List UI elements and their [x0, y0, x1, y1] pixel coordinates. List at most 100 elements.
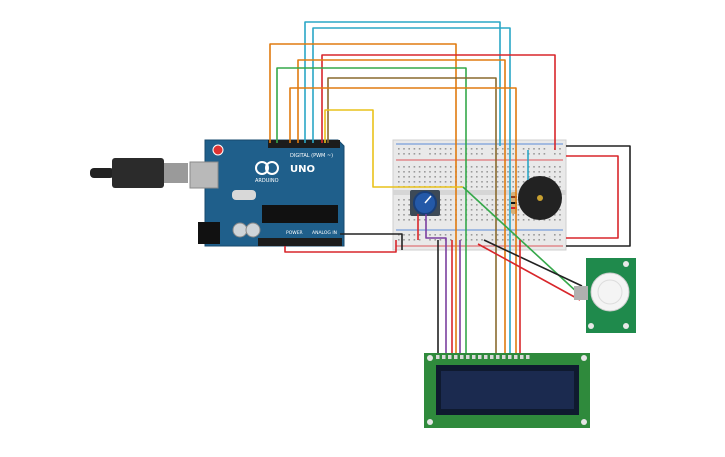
breadboard-hole [470, 153, 473, 155]
breadboard-hole [496, 176, 499, 178]
breadboard-hole [418, 219, 421, 221]
breadboard-hole [507, 166, 509, 168]
wire-top-blue-1 [304, 21, 501, 146]
breadboard-hole [470, 181, 473, 183]
breadboard-hole [418, 153, 421, 155]
breadboard-hole [512, 239, 514, 241]
breadboard-hole [403, 153, 405, 155]
breadboard-hole [434, 176, 436, 178]
breadboard-hole [559, 166, 561, 168]
breadboard-hole [424, 171, 426, 173]
breadboard-hole [460, 148, 462, 150]
lcd-pin [448, 355, 452, 359]
breadboard-hole [444, 209, 447, 211]
breadboard-hole [507, 171, 509, 173]
breadboard-hole [408, 171, 410, 173]
breadboard-hole [554, 153, 556, 155]
breadboard-hole [486, 214, 488, 216]
breadboard-hole [491, 209, 494, 211]
breadboard-hole [502, 181, 504, 183]
breadboard-hole [429, 181, 431, 183]
breadboard-hole [538, 171, 540, 173]
breadboard-hole [502, 214, 504, 216]
breadboard-hole [538, 166, 540, 168]
breadboard-hole [512, 176, 514, 178]
breadboard-hole [408, 234, 410, 236]
breadboard-hole [403, 176, 405, 178]
wire-red-rail-right [566, 155, 619, 239]
breadboard-hole [512, 234, 514, 236]
breadboard-hole [522, 181, 525, 183]
breadboard-hole [507, 204, 509, 206]
breadboard-hole [413, 176, 416, 178]
breadboard-hole [450, 214, 452, 216]
breadboard-hole [403, 148, 405, 150]
breadboard-hole [424, 166, 426, 168]
breadboard-hole [450, 153, 452, 155]
breadboard-hole [470, 214, 473, 216]
breadboard-hole [496, 214, 499, 216]
breadboard-hole [543, 148, 546, 150]
breadboard-hole [470, 186, 473, 188]
wire-top-orange-1 [269, 43, 457, 355]
breadboard-hole [476, 209, 478, 211]
capacitor-2 [245, 222, 261, 238]
breadboard-hole [502, 148, 504, 150]
breadboard-hole [476, 176, 478, 178]
breadboard-hole [460, 204, 462, 206]
breadboard-hole [470, 171, 473, 173]
lcd-pin [454, 355, 458, 359]
breadboard-hole [496, 148, 499, 150]
breadboard-hole [481, 166, 483, 168]
arduino-logo [255, 161, 269, 175]
breadboard-hole [424, 219, 426, 221]
breadboard-hole [486, 176, 488, 178]
breadboard-hole [559, 234, 561, 236]
breadboard-hole [439, 176, 442, 178]
breadboard-hole [528, 234, 530, 236]
breadboard-hole [476, 153, 478, 155]
breadboard-hole [507, 219, 509, 221]
breadboard-hole [502, 234, 504, 236]
breadboard-hole [543, 166, 546, 168]
breadboard-hole [450, 239, 452, 241]
breadboard-hole [481, 199, 483, 201]
wire-red-arduino [284, 240, 397, 253]
breadboard-hole [408, 214, 410, 216]
wire-pot-purple [425, 214, 447, 355]
breadboard-hole [496, 153, 499, 155]
breadboard-hole [559, 239, 561, 241]
breadboard-hole [476, 204, 478, 206]
breadboard-hole [486, 186, 488, 188]
breadboard-hole [424, 181, 426, 183]
breadboard-hole [398, 209, 400, 211]
breadboard-hole [439, 209, 442, 211]
breadboard-hole [398, 199, 400, 201]
lcd-pin [496, 355, 500, 359]
breadboard-hole [491, 153, 494, 155]
breadboard-hole [554, 234, 556, 236]
pir-pins [574, 286, 588, 300]
breadboard-hole [450, 176, 452, 178]
wire-top-red [321, 54, 556, 150]
breadboard-hole [491, 171, 494, 173]
breadboard-hole [481, 214, 483, 216]
breadboard-hole [548, 176, 551, 178]
breadboard-hole [398, 148, 400, 150]
breadboard-hole [476, 186, 478, 188]
breadboard-hole [403, 214, 405, 216]
breadboard-hole [491, 148, 494, 150]
lcd-pin [490, 355, 494, 359]
breadboard-hole [554, 176, 556, 178]
breadboard-hole [403, 166, 405, 168]
breadboard-hole [434, 153, 436, 155]
breadboard-hole [559, 181, 561, 183]
breadboard-hole [512, 186, 514, 188]
breadboard-hole [512, 214, 514, 216]
breadboard-hole [418, 171, 421, 173]
breadboard-hole [403, 181, 405, 183]
lcd-screen [441, 371, 574, 409]
breadboard-hole [533, 171, 535, 173]
breadboard-hole [413, 153, 416, 155]
breadboard-hole [429, 219, 431, 221]
